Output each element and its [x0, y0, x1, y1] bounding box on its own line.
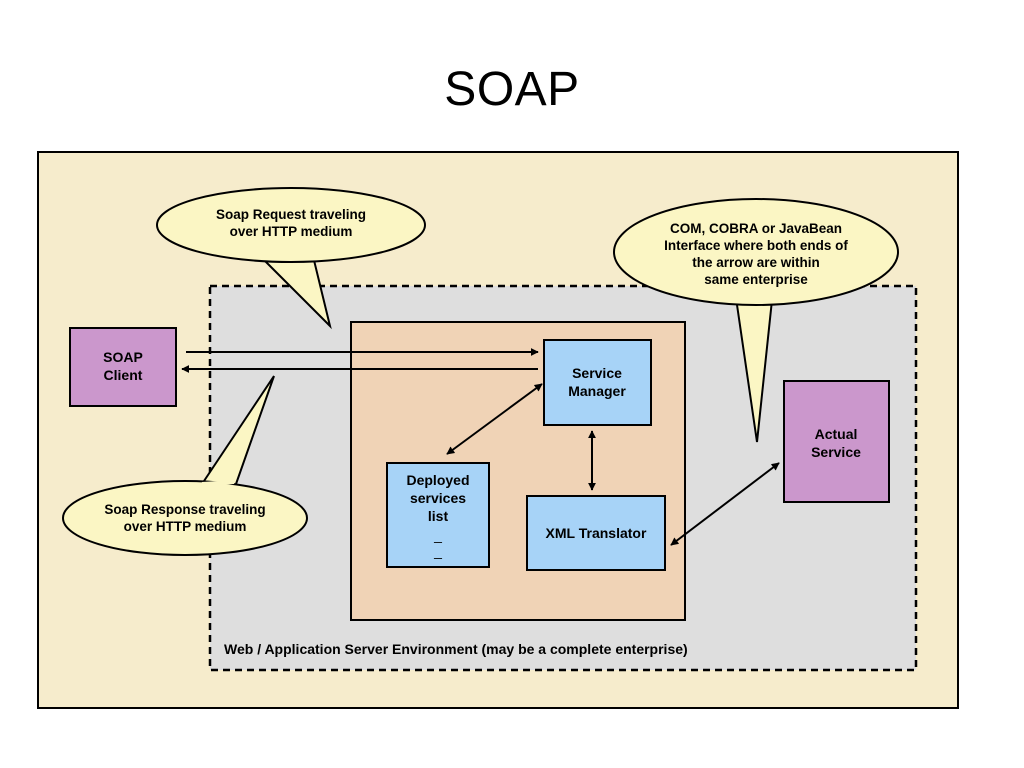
response-callout-line1: Soap Response traveling — [104, 502, 265, 517]
interface-callout-line2: Interface where both ends of — [664, 238, 848, 253]
deployed-services-node: Deployed services list _ _ — [386, 462, 490, 568]
soap-client-node: SOAP Client — [69, 327, 177, 407]
environment-label: Web / Application Server Environment (ma… — [224, 641, 688, 657]
interface-callout-line4: same enterprise — [704, 272, 808, 287]
soap-client-label-line1: SOAP — [103, 349, 143, 365]
xml-translator-label: XML Translator — [546, 525, 647, 541]
actual-service-label-line1: Actual — [815, 426, 858, 442]
arrow-xml-translator-actual-service — [670, 462, 780, 546]
deployed-services-item2: _ — [433, 543, 442, 559]
response-callout-line2: over HTTP medium — [124, 519, 247, 534]
service-manager-node: Service Manager — [543, 339, 652, 426]
deployed-services-label-line2: services — [410, 490, 466, 506]
actual-service-node: Actual Service — [783, 380, 890, 503]
service-manager-label-line2: Manager — [568, 383, 626, 399]
slide-title: SOAP — [444, 63, 580, 116]
xml-translator-node: XML Translator — [526, 495, 666, 571]
interface-callout-line1: COM, COBRA or JavaBean — [670, 221, 842, 236]
interface-callout: COM, COBRA or JavaBean Interface where b… — [613, 198, 899, 443]
request-callout-line1: Soap Request traveling — [216, 207, 366, 222]
deployed-services-label-line3: list — [428, 508, 449, 524]
interface-callout-line3: the arrow are within — [692, 255, 820, 270]
arrow-service-manager-deployed-services — [446, 383, 543, 455]
response-callout: Soap Response traveling over HTTP medium — [62, 375, 308, 556]
request-callout-line2: over HTTP medium — [230, 224, 353, 239]
soap-client-label-line2: Client — [104, 367, 143, 383]
deployed-services-item1: _ — [433, 527, 442, 543]
actual-service-label-line2: Service — [811, 444, 861, 460]
service-manager-label-line1: Service — [572, 365, 622, 381]
request-callout: Soap Request traveling over HTTP medium — [156, 187, 426, 330]
deployed-services-label-line1: Deployed — [406, 472, 469, 488]
